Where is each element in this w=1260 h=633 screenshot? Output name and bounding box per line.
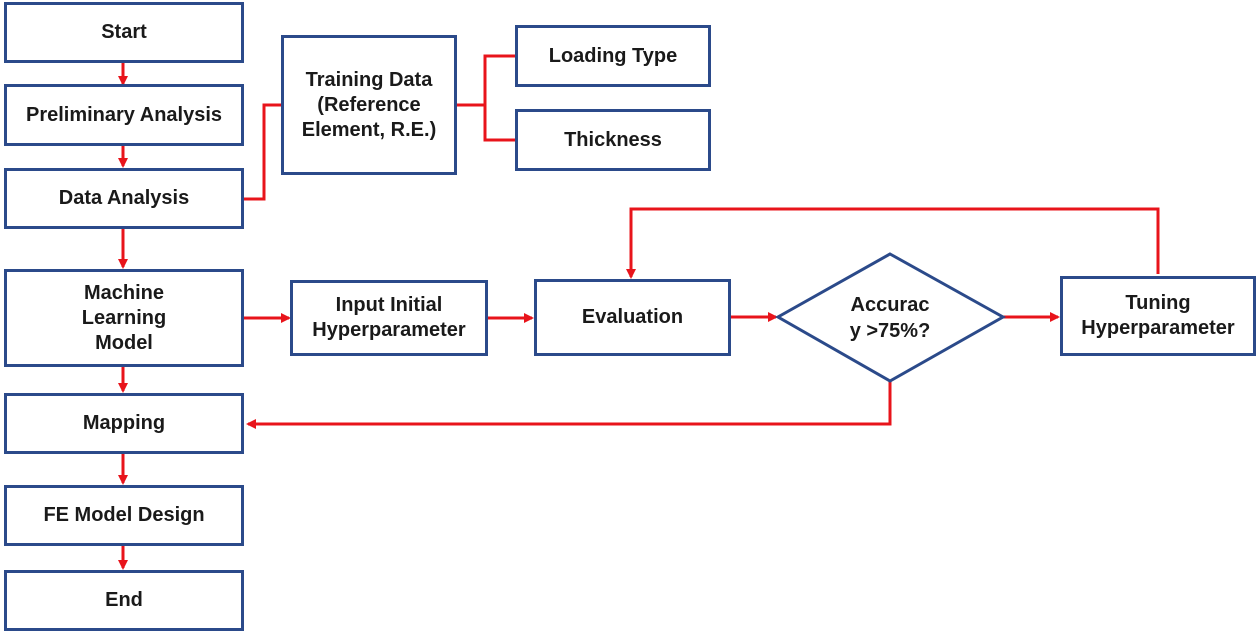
connector-training-to-thickness (483, 105, 515, 142)
connector-training-to-loading-type (457, 54, 515, 107)
loading-type-node: Loading Type (515, 25, 711, 87)
tuning-hyperparameter-node: Tuning Hyperparameter (1060, 276, 1256, 356)
accuracy-decision-diamond (774, 252, 1007, 383)
input-initial-hyperparameter-node: Input Initial Hyperparameter (290, 280, 488, 356)
thickness-node: Thickness (515, 109, 711, 171)
evaluation-node: Evaluation (534, 279, 731, 356)
mapping-node: Mapping (4, 393, 244, 454)
preliminary-analysis-node: Preliminary Analysis (4, 84, 244, 146)
data-analysis-node: Data Analysis (4, 168, 244, 229)
training-data-node: Training Data (Reference Element, R.E.) (281, 35, 457, 175)
arrow-accuracy-to-mapping (246, 381, 892, 429)
fe-model-design-node: FE Model Design (4, 485, 244, 546)
arrow-tuning-to-evaluation (626, 207, 1160, 279)
connector-data-analysis-to-training-data (244, 103, 281, 201)
end-node: End (4, 570, 244, 631)
machine-learning-model-node: Machine Learning Model (4, 269, 244, 367)
start-node: Start (4, 2, 244, 63)
accuracy-decision-label: Accurac y >75%? (849, 294, 931, 342)
